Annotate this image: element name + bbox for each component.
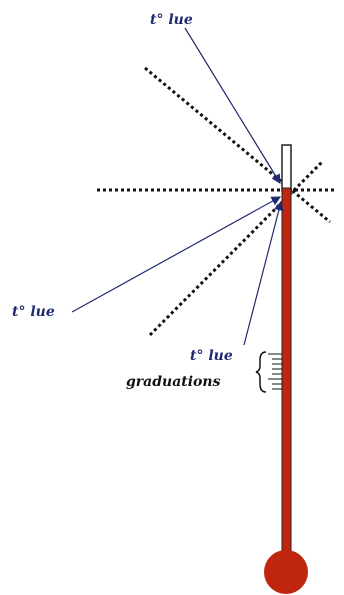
oblique-sight-line-from-above <box>144 66 331 224</box>
arrow-reading-top <box>184 27 281 185</box>
thermometer-bulb <box>264 550 308 594</box>
label-reading-top: t° lue <box>150 12 193 28</box>
arrow-reading-left <box>71 196 282 313</box>
oblique-sight-line-from-below <box>148 160 324 337</box>
label-reading-left: t° lue <box>12 304 55 320</box>
graduations-brace <box>255 351 267 393</box>
thermometer-red-column <box>281 187 292 566</box>
label-graduations: graduations <box>126 374 221 390</box>
thermometer-empty-tube <box>281 144 292 192</box>
thermometer <box>264 144 308 594</box>
label-reading-low: t° lue <box>190 348 233 364</box>
arrow-reading-low <box>243 200 284 346</box>
graduation-ticks <box>268 353 282 390</box>
